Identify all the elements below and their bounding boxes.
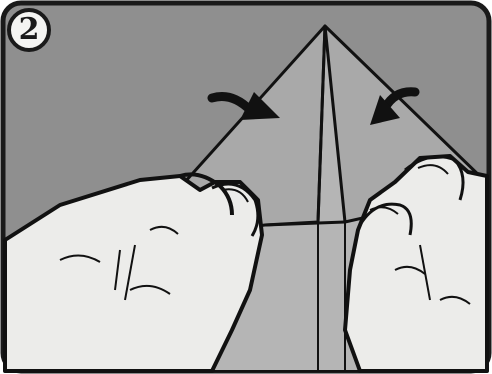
step-number-badge: 2	[7, 8, 51, 52]
step-number: 2	[19, 15, 40, 45]
